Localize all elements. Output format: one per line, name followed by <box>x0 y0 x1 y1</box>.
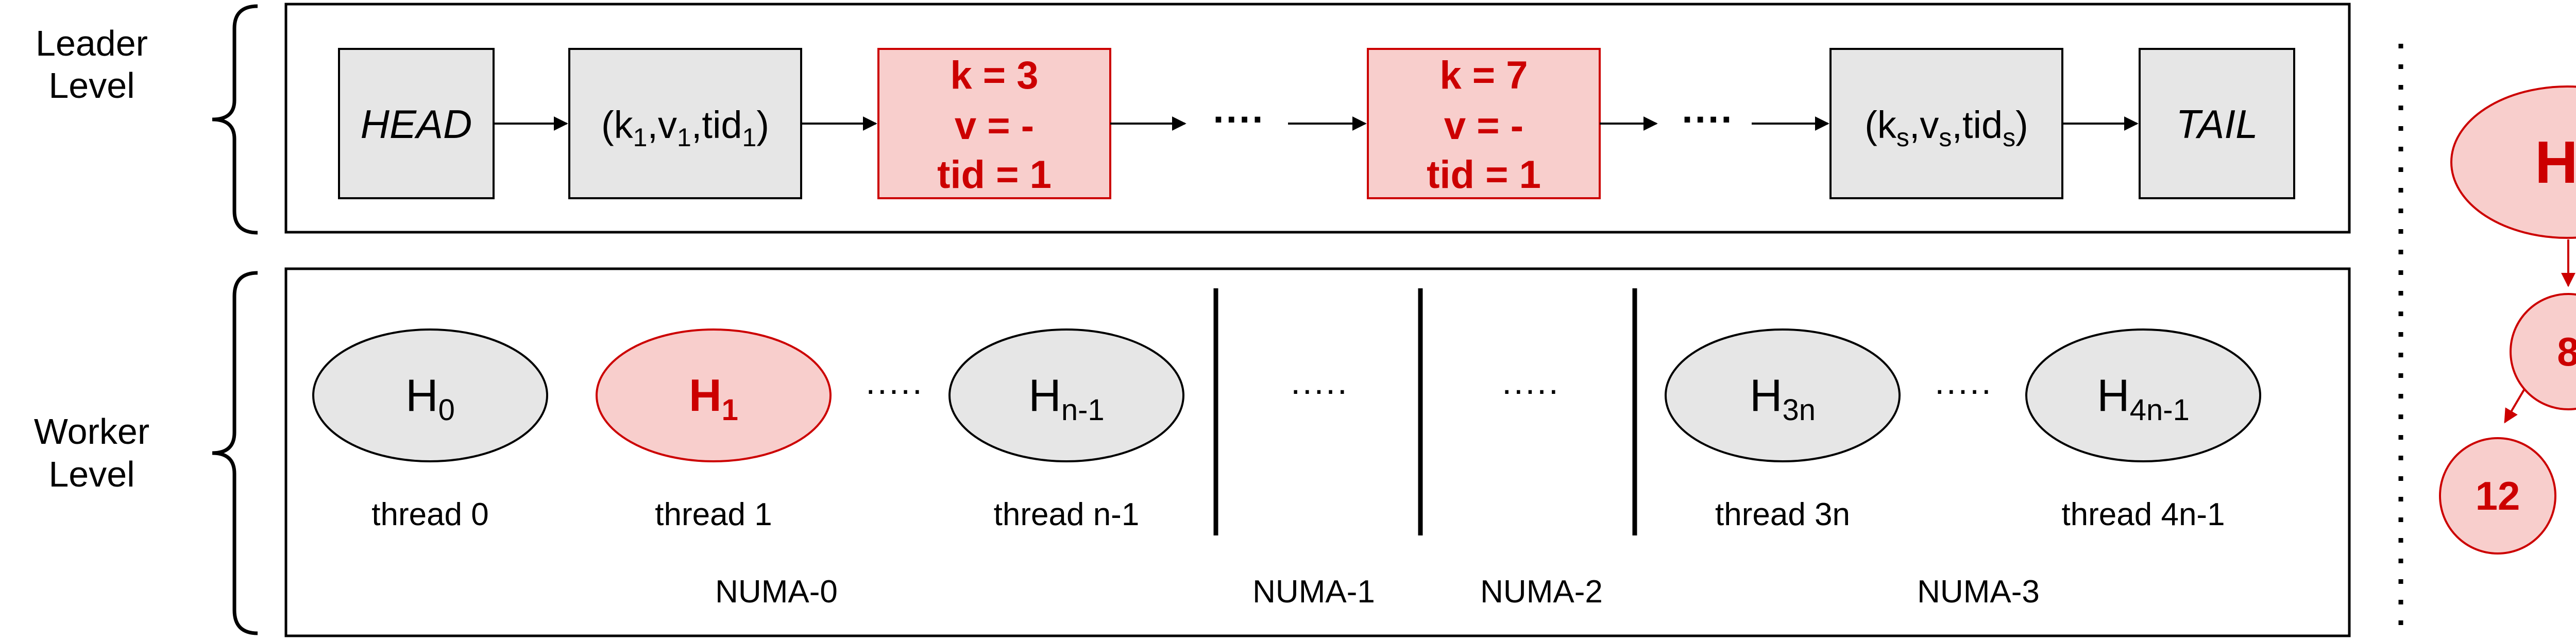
tree-root-label: H1 <box>2535 129 2576 204</box>
tail-node <box>2139 48 2295 199</box>
heap-h4n-1 <box>2025 328 2261 462</box>
leader-brace <box>212 4 258 235</box>
numa-2-label: NUMA-2 <box>1480 574 1603 610</box>
worker-level-label-line2: Level <box>48 454 134 494</box>
worker-dots-numa2: ····· <box>1501 370 1559 409</box>
red-node-2-tid: tid = 1 <box>1427 153 1541 197</box>
head-node-label: HEAD <box>361 101 472 147</box>
red-node-1-k: k = 3 <box>950 54 1038 97</box>
leader-node-s <box>1829 48 2063 199</box>
thread-4n-1-label: thread 4n-1 <box>2061 497 2225 532</box>
worker-level-box <box>284 267 2351 637</box>
thread-3n-label: thread 3n <box>1715 497 1850 532</box>
worker-level-label-line1: Worker <box>34 411 149 452</box>
red-node-1-v: v = - <box>955 104 1034 148</box>
red-node-2-k: k = 7 <box>1439 54 1528 97</box>
leader-red-node-2 <box>1367 48 1601 199</box>
leader-dots-1: ···· <box>1213 98 1265 142</box>
worker-brace <box>212 271 258 635</box>
head-node <box>338 48 495 199</box>
leader-level-label-line2: Level <box>48 65 134 106</box>
heap-h3n <box>1665 328 1901 462</box>
leader-red-node-1 <box>877 48 1111 199</box>
worker-dots-numa3: ····· <box>1934 370 1992 409</box>
tree-root-node <box>2450 85 2576 239</box>
numa-1-label: NUMA-1 <box>1252 574 1375 610</box>
heap-h3n-label: H3n <box>1750 370 1816 427</box>
tree-child-node <box>2510 293 2576 410</box>
thread-1-label: thread 1 <box>655 497 772 532</box>
heap-hn-1-label: Hn-1 <box>1028 370 1104 427</box>
worker-dots-1: ····· <box>865 370 923 409</box>
leader-level-label-line1: Leader <box>36 23 148 63</box>
worker-dots-numa1: ····· <box>1290 370 1348 409</box>
red-node-1-tid: tid = 1 <box>937 153 1052 197</box>
tree-left-leaf-node <box>2439 437 2556 555</box>
thread-n-1-label: thread n-1 <box>994 497 1140 532</box>
numa-0-label: NUMA-0 <box>715 574 838 610</box>
heap-hn-1 <box>948 328 1184 462</box>
tree-left-leaf-label: 12 <box>2476 473 2520 518</box>
heap-h1 <box>596 328 832 462</box>
leader-node-1 <box>568 48 802 199</box>
leader-node-s-label: (ks,vs,tids) <box>1865 103 2028 152</box>
heap-h4n-1-label: H4n-1 <box>2097 370 2190 427</box>
leader-node-1-label: (k1,v1,tid1) <box>601 103 769 152</box>
tree-child-label: 8 <box>2557 329 2576 374</box>
leader-dots-2: ···· <box>1682 98 1734 142</box>
numa-3-label: NUMA-3 <box>1917 574 2040 610</box>
heap-h0-label: H0 <box>405 370 455 427</box>
tail-node-label: TAIL <box>2176 101 2258 147</box>
heap-tree: H1 8 12 9 <box>2439 85 2576 555</box>
heap-h0 <box>312 328 548 462</box>
thread-0-label: thread 0 <box>371 497 489 532</box>
red-node-2-v: v = - <box>1444 104 1523 148</box>
heap-h1-label: H1 <box>689 370 738 427</box>
